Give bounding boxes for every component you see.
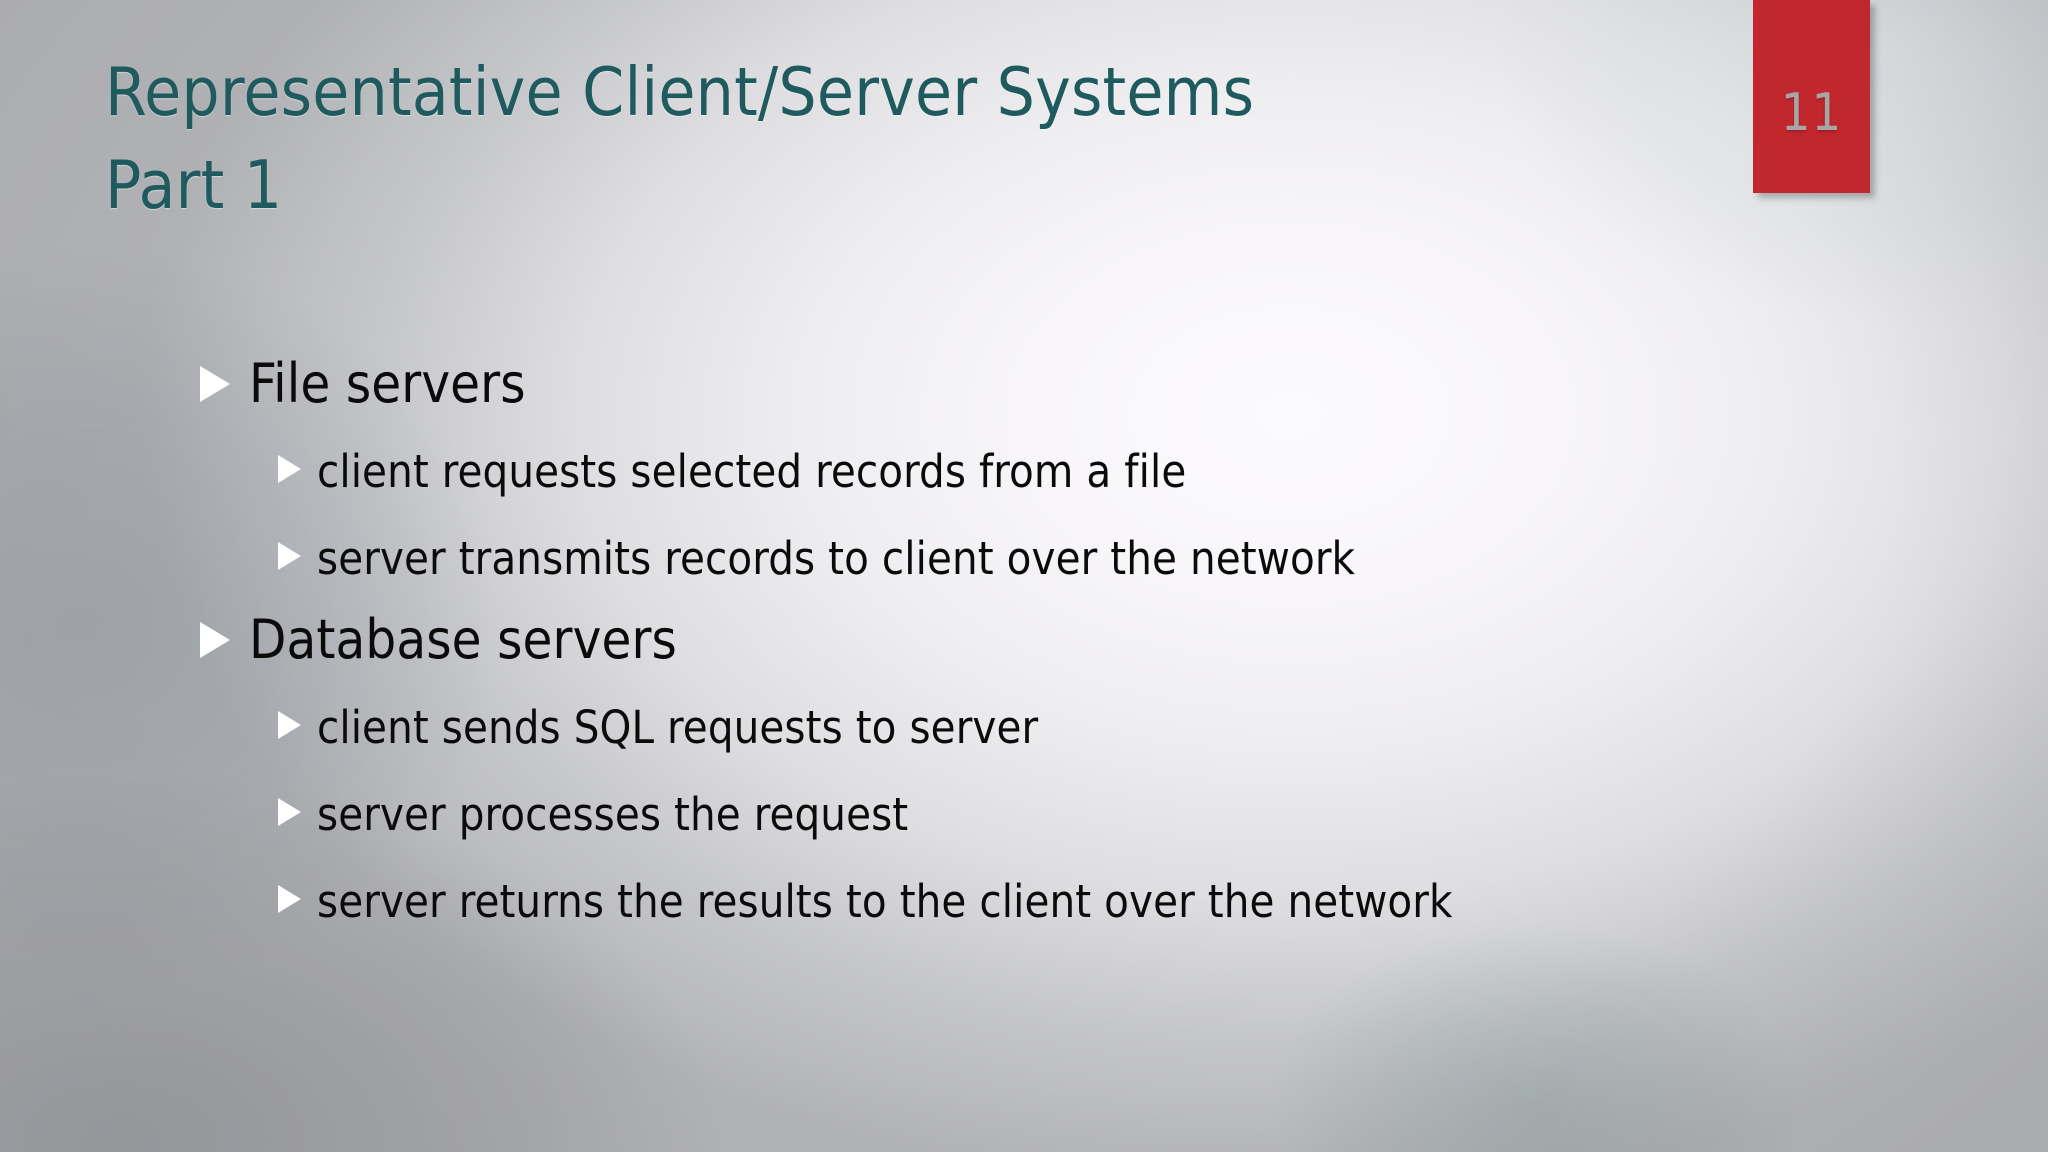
bullet-text: client requests selected records from a … <box>317 445 1187 498</box>
triangle-bullet-icon <box>278 711 301 739</box>
triangle-bullet-icon <box>278 542 301 570</box>
slide-title-line-1: Representative Client/Server Systems <box>105 53 1255 131</box>
bullet-text: server transmits records to client over … <box>317 532 1356 585</box>
bullet-text: File servers <box>249 352 526 415</box>
slide-title: Representative Client/Server Systems Par… <box>105 46 1665 232</box>
bullet-item-level2: server transmits records to client over … <box>278 517 1840 600</box>
bullet-text: client sends SQL requests to server <box>317 701 1039 754</box>
bullet-item-level1: Database servers <box>200 604 1840 676</box>
triangle-bullet-icon <box>200 622 230 658</box>
bullet-item-level1: File servers <box>200 348 1840 420</box>
bullet-text: server processes the request <box>317 788 909 841</box>
slide-title-line-2: Part 1 <box>105 146 283 224</box>
bullet-item-level2: client sends SQL requests to server <box>278 686 1840 769</box>
bullet-item-level2: client requests selected records from a … <box>278 430 1840 513</box>
bullet-item-level2: server processes the request <box>278 773 1840 856</box>
bullet-text: server returns the results to the client… <box>317 875 1453 928</box>
triangle-bullet-icon <box>278 455 301 483</box>
triangle-bullet-icon <box>278 798 301 826</box>
triangle-bullet-icon <box>200 366 230 402</box>
triangle-bullet-icon <box>278 885 301 913</box>
slide-number-text: 11 <box>1780 83 1843 143</box>
bullet-item-level2: server returns the results to the client… <box>278 860 1840 943</box>
bullet-text: Database servers <box>249 608 677 671</box>
slide-body-bullet-list: File servers client requests selected re… <box>200 348 1840 947</box>
slide-number-badge: 11 <box>1753 0 1870 193</box>
